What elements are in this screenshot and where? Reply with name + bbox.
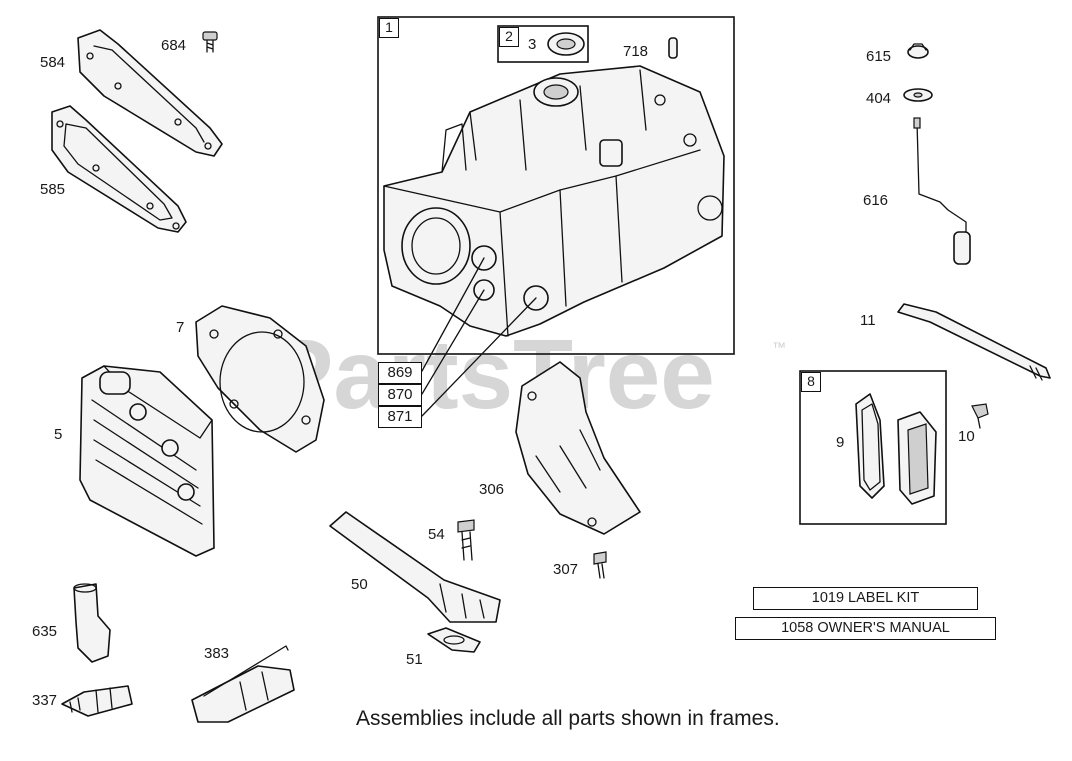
callout-616[interactable]: 616 [863, 192, 889, 209]
part-306-air-guide[interactable] [515, 361, 641, 535]
callout-3[interactable]: 3 [528, 36, 537, 53]
callout-870[interactable]: 870 [378, 384, 422, 406]
frame-1-border [377, 16, 735, 355]
part-8-breather-assembly[interactable] [897, 411, 937, 505]
frame-1-number: 1 [379, 18, 399, 38]
part-616-lever[interactable] [913, 117, 971, 265]
callout-718[interactable]: 718 [623, 43, 649, 60]
frame-8-border [799, 370, 947, 525]
callout-404[interactable]: 404 [866, 90, 892, 107]
callout-10[interactable]: 10 [958, 428, 975, 445]
part-404-washer[interactable] [903, 88, 933, 102]
part-383-spark-plug-wrench[interactable] [191, 645, 295, 723]
leader-869 [421, 257, 485, 372]
callout-5[interactable]: 5 [54, 426, 63, 443]
part-54-bolt[interactable] [457, 519, 475, 561]
frame-2-number: 2 [499, 27, 519, 47]
part-5-cylinder-head[interactable] [79, 365, 215, 557]
part-337-spark-plug[interactable] [61, 685, 133, 717]
callout-869[interactable]: 869 [378, 362, 422, 384]
frame-2-border [497, 25, 589, 63]
label-kit-box[interactable]: 1019 LABEL KIT [753, 587, 978, 610]
callout-615[interactable]: 615 [866, 48, 892, 65]
callout-871[interactable]: 871 [378, 406, 422, 428]
leader-871 [421, 297, 537, 417]
frame-8-number: 8 [801, 372, 821, 392]
part-9-gasket[interactable] [855, 393, 885, 499]
part-585-gasket[interactable] [51, 105, 187, 233]
part-584-breather-plate[interactable] [77, 29, 223, 157]
part-1-cylinder-assembly[interactable] [383, 65, 725, 337]
part-51-gasket[interactable] [427, 627, 481, 653]
callout-54[interactable]: 54 [428, 526, 445, 543]
part-11-dipstick-tube[interactable] [897, 303, 1051, 381]
part-684-screw[interactable] [202, 31, 218, 53]
callout-635[interactable]: 635 [32, 623, 58, 640]
callout-584[interactable]: 584 [40, 54, 66, 71]
callout-585[interactable]: 585 [40, 181, 66, 198]
callout-307[interactable]: 307 [553, 561, 579, 578]
leader-870 [421, 289, 485, 395]
part-307-screw[interactable] [593, 551, 607, 579]
callout-11[interactable]: 11 [860, 312, 876, 329]
callout-7[interactable]: 7 [176, 319, 185, 336]
callout-9[interactable]: 9 [836, 434, 845, 451]
part-615-nut[interactable] [907, 43, 929, 59]
watermark-text: PartsTree [268, 319, 715, 429]
callout-306[interactable]: 306 [479, 481, 505, 498]
callout-383[interactable]: 383 [204, 645, 230, 662]
part-3-oil-seal[interactable] [547, 32, 585, 56]
part-7-head-gasket[interactable] [195, 305, 325, 453]
part-635-spark-plug-boot[interactable] [73, 583, 111, 663]
callout-51[interactable]: 51 [406, 651, 423, 668]
callout-337[interactable]: 337 [32, 692, 58, 709]
part-50-intake-elbow[interactable] [329, 511, 501, 623]
assemblies-note: Assemblies include all parts shown in fr… [356, 707, 780, 730]
callout-50[interactable]: 50 [351, 576, 368, 593]
watermark-trademark: ™ [772, 339, 786, 355]
part-10-screw[interactable] [971, 403, 989, 429]
owners-manual-box[interactable]: 1058 OWNER'S MANUAL [735, 617, 996, 640]
callout-684[interactable]: 684 [161, 37, 187, 54]
part-718-dowel-pin[interactable] [668, 37, 678, 59]
